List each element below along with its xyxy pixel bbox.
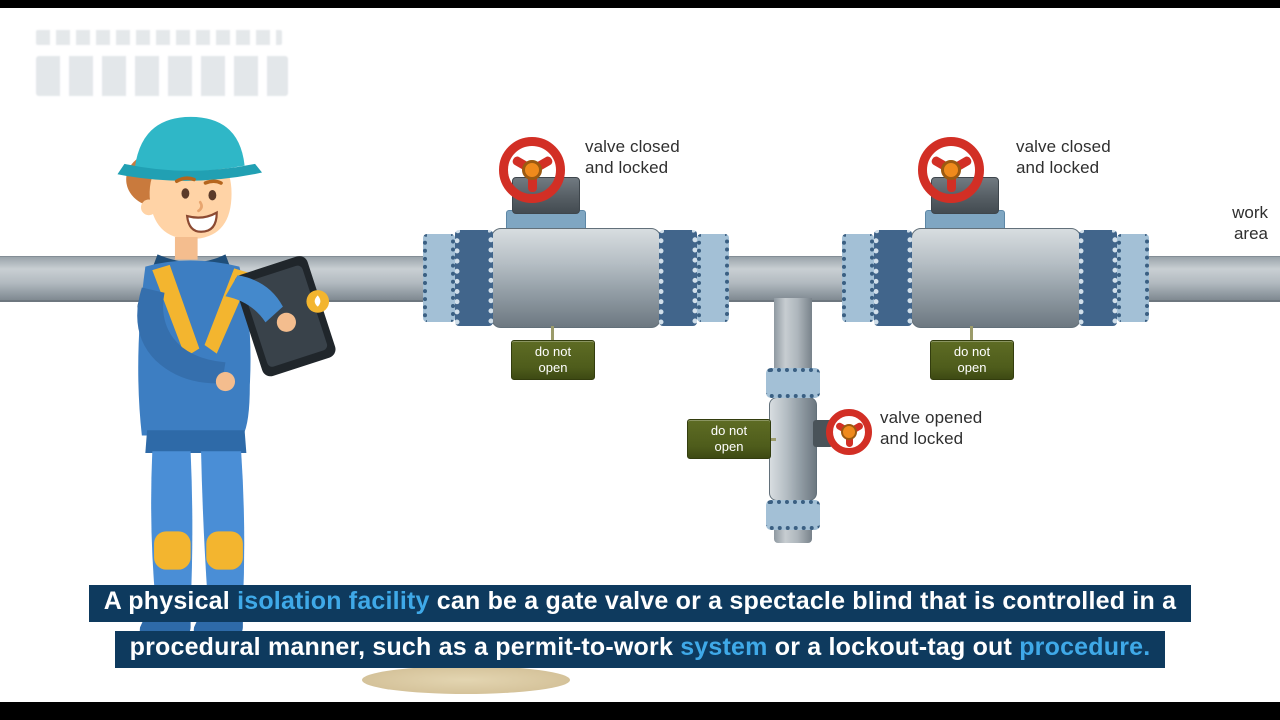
valve-body <box>911 228 1081 328</box>
valve-body <box>491 228 661 328</box>
handwheel-icon <box>499 137 565 203</box>
caption-text: can be a gate valve or a spectacle blind… <box>429 587 1177 615</box>
worker-hand <box>276 312 296 332</box>
do-not-open-tag-right: do not open <box>930 340 1014 380</box>
wheel-hub <box>941 160 961 180</box>
work-area-label: work area <box>1232 203 1268 244</box>
drop-emblem-core <box>314 295 321 307</box>
letterbox-top <box>0 0 1280 8</box>
caption-text: procedural manner, such as a permit-to-w… <box>129 633 681 661</box>
flange <box>697 234 729 322</box>
caption-overlay: A physical isolation facility can be a g… <box>0 585 1280 668</box>
worker-hand <box>215 371 236 392</box>
wheel-hub <box>841 424 857 440</box>
flange <box>766 500 820 530</box>
worker-smile <box>185 210 218 233</box>
helmet-brim <box>117 163 263 181</box>
worker-eyebrow <box>203 179 223 185</box>
wheel-spoke <box>527 170 537 193</box>
worker-leg <box>201 451 245 605</box>
do-not-open-tag-left: do not open <box>511 340 595 380</box>
jacket-stripe <box>152 264 200 358</box>
flange <box>874 230 912 326</box>
handwheel-icon <box>826 409 872 455</box>
flange <box>1117 234 1149 322</box>
flange <box>659 230 697 326</box>
caption-highlight-term: procedure. <box>1019 633 1151 661</box>
do-not-open-tag-branch: do not open <box>687 419 771 459</box>
flange <box>1079 230 1117 326</box>
tag-string <box>768 438 776 441</box>
wheel-hub <box>522 160 542 180</box>
caption-text: or a lockout-tag out <box>767 633 1020 661</box>
worker-arm-upper <box>225 275 283 323</box>
flange <box>423 234 455 322</box>
worker-arm-lower <box>137 287 226 384</box>
tag-string <box>970 326 973 342</box>
knee-pad <box>206 531 243 570</box>
caption-line-2: procedural manner, such as a permit-to-w… <box>114 631 1166 668</box>
worker-nose <box>197 200 203 213</box>
letterbox-bottom <box>0 702 1280 720</box>
worker-ear <box>140 199 157 216</box>
worker-leg <box>151 451 193 605</box>
flange <box>842 234 874 322</box>
valve-body <box>769 397 817 501</box>
handwheel-icon <box>918 137 984 203</box>
flange <box>455 230 493 326</box>
worker-belt <box>145 430 247 453</box>
valve-label-branch: valve opened and locked <box>880 408 983 449</box>
worker-eye <box>208 189 217 201</box>
valve-label-left: valve closed and locked <box>585 137 680 178</box>
worker-eye <box>181 188 190 199</box>
watermark-line-1 <box>36 30 282 45</box>
caption-text: A physical <box>103 587 238 615</box>
wheel-spoke <box>946 170 956 193</box>
caption-highlight-term: system <box>680 633 768 661</box>
tag-string <box>551 326 554 342</box>
valve-label-right: valve closed and locked <box>1016 137 1111 178</box>
worker-helmet <box>134 116 245 172</box>
caption-highlight-term: isolation facility <box>237 587 430 615</box>
worker-eyebrow <box>174 176 196 184</box>
worker-illustration <box>117 116 336 642</box>
knee-pad <box>154 531 191 570</box>
watermark-line-2 <box>36 56 288 96</box>
caption-line-1: A physical isolation facility can be a g… <box>88 585 1192 622</box>
flange <box>766 368 820 398</box>
worker-neck <box>174 236 198 260</box>
ground-shadow <box>362 666 570 694</box>
